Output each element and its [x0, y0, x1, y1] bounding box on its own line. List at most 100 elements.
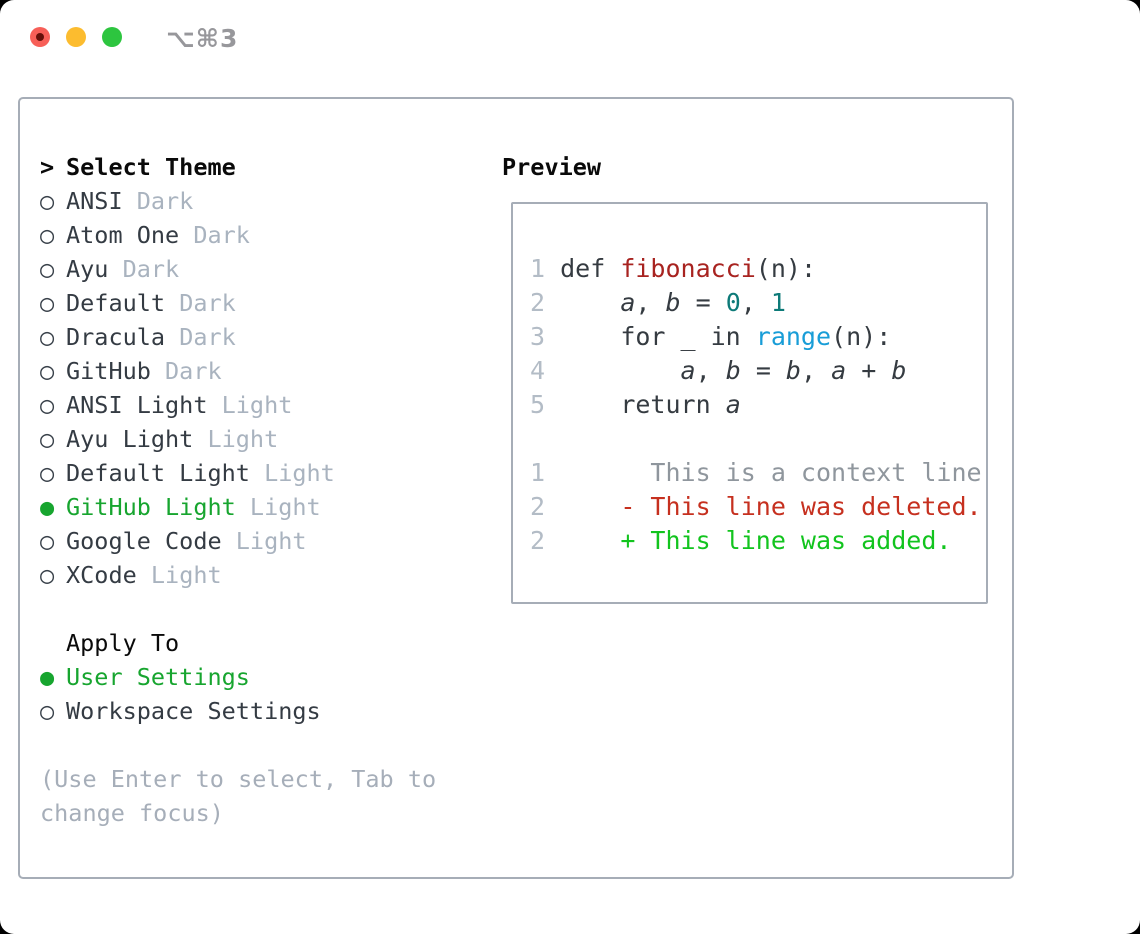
theme-item-ayu[interactable]: ○Ayu Dark [40, 252, 470, 286]
line-number: 5 [530, 390, 561, 419]
code-token-code: , [740, 288, 771, 317]
code-line: 3 for _ in range(n): [530, 320, 986, 354]
line-number: 2 [530, 526, 561, 555]
code-line: 1 def fibonacci(n): [530, 252, 986, 286]
theme-item-label: ANSI [66, 187, 123, 215]
theme-item-tag: Light [207, 391, 293, 419]
theme-picker-panel: >Select Theme ○ANSI Dark○Atom One Dark○A… [18, 97, 1014, 879]
code-token-code [560, 356, 680, 385]
code-token-builtin: range [755, 322, 832, 351]
theme-item-tag: Light [249, 459, 335, 487]
theme-item-xcode[interactable]: ○ XCode Light [40, 558, 470, 592]
code-token-code: , [800, 356, 832, 385]
theme-item-label: Atom One [66, 221, 180, 249]
code-token-var: a [680, 356, 696, 385]
code-token-var: b [891, 356, 907, 385]
window-shortcut-label: ⌥⌘3 [166, 24, 239, 53]
theme-item-google-code[interactable]: ○Google Code Light [40, 524, 470, 558]
code-token-code: + [846, 356, 892, 385]
theme-item-tag: Dark [165, 289, 236, 317]
select-theme-header: >Select Theme [40, 150, 470, 184]
theme-item-tag: Light [136, 561, 222, 589]
code-token-add: + This line was added. [560, 526, 952, 555]
code-line: 2 - This line was deleted. [530, 490, 986, 524]
radio-icon: ○ [40, 323, 55, 351]
line-number: 4 [530, 356, 561, 385]
line-number: 1 [530, 254, 561, 283]
code-token-ctx: This is a context line. [560, 458, 988, 487]
theme-item-github-light[interactable]: ●GitHub Light Light [40, 490, 470, 524]
code-token-code: = [740, 356, 786, 385]
close-button-icon[interactable] [30, 27, 50, 47]
code-line: 2 + This line was added. [530, 524, 986, 558]
apply-item-workspace-settings[interactable]: ○ Workspace Settings [40, 694, 470, 728]
theme-item-tag: Dark [165, 323, 236, 351]
theme-item-tag: Light [235, 493, 321, 521]
radio-icon: ○ [40, 561, 55, 589]
theme-menu: >Select Theme ○ANSI Dark○Atom One Dark○A… [40, 150, 470, 830]
line-number: 1 [530, 458, 561, 487]
radio-icon: ○ [40, 459, 55, 487]
theme-item-label: GitHub [66, 357, 151, 385]
code-token-code: def [560, 254, 621, 283]
radio-icon: ○ [40, 391, 55, 419]
code-line [530, 422, 986, 456]
apply-item-label: Workspace Settings [66, 697, 321, 725]
code-token-del: - This line was deleted. [560, 492, 982, 521]
radio-icon: ○ [40, 221, 55, 249]
theme-item-atom-one[interactable]: ○Atom One Dark [40, 218, 470, 252]
code-token-code: (n): [755, 254, 817, 283]
zoom-button-icon[interactable] [102, 27, 122, 47]
theme-item-ansi[interactable]: ○ANSI Dark [40, 184, 470, 218]
code-token-var: b [785, 356, 801, 385]
code-token-code: (n): [831, 322, 892, 351]
theme-item-tag: Light [193, 425, 279, 453]
radio-icon: ● [40, 663, 55, 691]
code-line: 2 a, b = 0, 1 [530, 286, 986, 320]
help-text: (Use Enter to select, Tab to change focu… [40, 765, 437, 827]
minimize-button-icon[interactable] [66, 27, 86, 47]
code-token-code: , [695, 356, 726, 385]
radio-icon: ○ [40, 425, 55, 453]
titlebar: ⌥⌘3 [0, 0, 1140, 75]
line-number: 2 [530, 492, 561, 521]
radio-icon: ○ [40, 255, 55, 283]
code-token-var: a [620, 288, 636, 317]
theme-item-default-light[interactable]: ○ Default Light Light [40, 456, 470, 490]
radio-icon: ○ [40, 697, 55, 725]
code-token-code: for _ in [560, 322, 756, 351]
code-token-code: = [680, 288, 726, 317]
theme-item-ansi-light[interactable]: ○ ANSI Light Light [40, 388, 470, 422]
apply-to-header: Apply To [66, 629, 180, 657]
theme-item-tag: Light [221, 527, 307, 555]
apply-item-label: User Settings [66, 663, 250, 691]
theme-item-label: Default [66, 289, 166, 317]
spacer [40, 592, 470, 626]
theme-item-label: Default Light [66, 459, 250, 487]
code-token-num: 0 [725, 288, 741, 317]
theme-item-label: Dracula [66, 323, 166, 351]
theme-item-ayu-light[interactable]: ○ Ayu Light Light [40, 422, 470, 456]
theme-item-label: XCode [66, 561, 137, 589]
code-line: 4 a, b = b, a + b [530, 354, 986, 388]
theme-item-github[interactable]: ○GitHub Dark [40, 354, 470, 388]
theme-item-label: Google Code [66, 527, 222, 555]
code-token-var: b [665, 288, 681, 317]
line-number: 3 [530, 322, 561, 351]
theme-list: ○ANSI Dark○Atom One Dark○Ayu Dark○Defaul… [40, 184, 470, 592]
apply-item-user-settings[interactable]: ● User Settings [40, 660, 470, 694]
theme-item-default[interactable]: ○ Default Dark [40, 286, 470, 320]
theme-item-dracula[interactable]: ○ Dracula Dark [40, 320, 470, 354]
code-token-func: fibonacci [620, 254, 756, 283]
radio-icon: ○ [40, 289, 55, 317]
theme-item-label: ANSI Light [66, 391, 208, 419]
theme-item-label: Ayu Light [66, 425, 194, 453]
selection-cursor-icon: > [40, 153, 55, 181]
preview-title: Preview [502, 153, 602, 181]
theme-item-label: GitHub Light [66, 493, 236, 521]
code-line: 5 return a [530, 388, 986, 422]
code-token-code: , [635, 288, 666, 317]
code-token-num: 1 [770, 288, 786, 317]
